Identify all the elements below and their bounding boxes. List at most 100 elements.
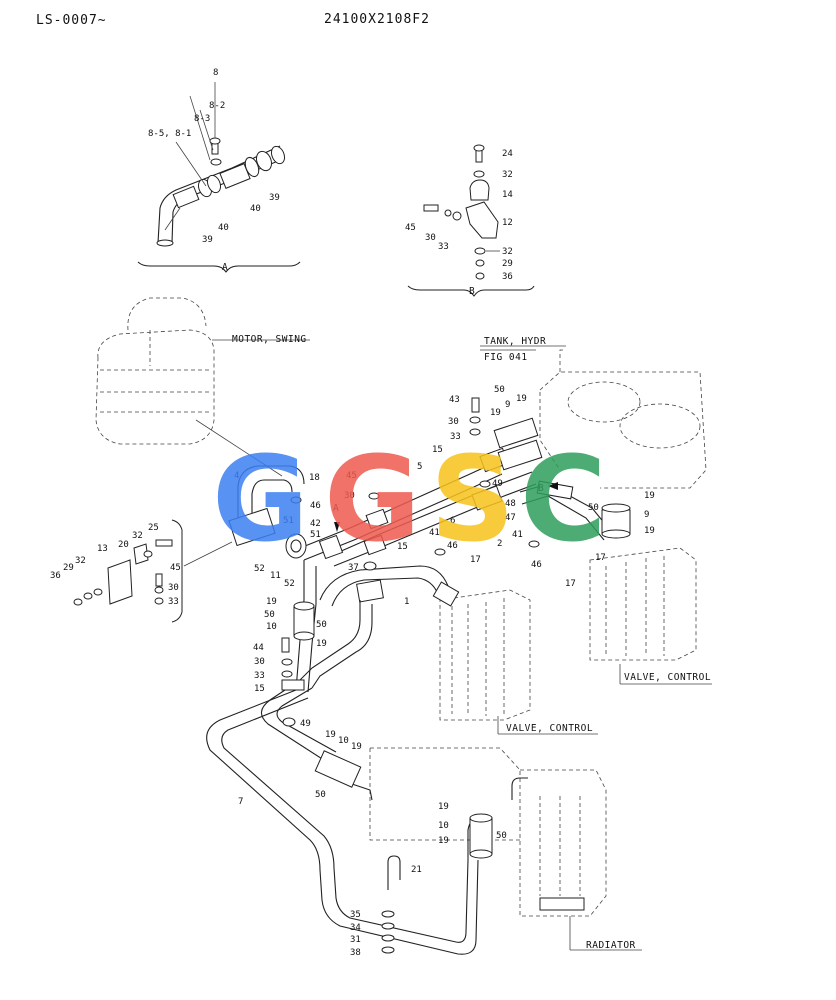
part-number-label: 19 [490, 408, 501, 418]
part-number-label: 40 [218, 223, 229, 233]
part-number-label: 11 [270, 571, 281, 581]
watermark-letter: S [430, 430, 515, 568]
part-number-label: 45 [405, 223, 416, 233]
part-number-label: 6 [450, 516, 455, 526]
part-number-label: 50 [496, 831, 507, 841]
part-number-label: 50 [316, 620, 327, 630]
part-number-label: 33 [168, 597, 179, 607]
part-number-label: 15 [254, 684, 265, 694]
part-number-label: 47 [505, 513, 516, 523]
part-number-label: 29 [502, 259, 513, 269]
part-number-label: 50 [264, 610, 275, 620]
part-number-label: 51 [283, 516, 294, 526]
part-number-label: 19 [644, 526, 655, 536]
part-number-label: 8-3 [194, 114, 210, 124]
part-number-label: 36 [50, 571, 61, 581]
part-number-label: 19 [351, 742, 362, 752]
part-number-label: 35 [350, 910, 361, 920]
part-number-label: 20 [118, 540, 129, 550]
caption-valve-control-lower: VALVE, CONTROL [506, 723, 593, 734]
part-number-labels-main-lower: 19 50 10 50 19 44 30 33 15 49 7 19 10 19… [238, 597, 507, 958]
part-number-label: 41 [512, 530, 523, 540]
part-number-label: 52 [254, 564, 265, 574]
part-number-label: 33 [438, 242, 449, 252]
part-number-label: 50 [494, 385, 505, 395]
part-number-label: 24 [502, 149, 513, 159]
part-number-label: 9 [505, 400, 510, 410]
caption-radiator: RADIATOR [586, 940, 636, 951]
part-number-labels-detail-b: 24 32 14 12 45 30 33 32 29 36 [405, 149, 513, 282]
part-number-label: 50 [588, 503, 599, 513]
part-number-label: 42 [310, 519, 321, 529]
drawing-number-label: 24100X2108F2 [324, 12, 430, 27]
part-number-labels-detail-a: 8 8-2 8-3 8-5, 8-1 39 40 40 39 [148, 68, 280, 245]
left-bracket-detail [73, 519, 233, 623]
callout-b-arrow [548, 482, 558, 490]
part-number-label: 25 [148, 523, 159, 533]
part-number-label: 37 [348, 563, 359, 573]
part-number-label: 12 [502, 218, 513, 228]
part-number-label: 46 [531, 560, 542, 570]
part-number-label: 10 [438, 821, 449, 831]
part-number-label: 33 [450, 432, 461, 442]
part-number-label: 17 [595, 553, 606, 563]
radiator-outline [369, 747, 642, 951]
component-captions: MOTOR, SWING TANK, HYDR FIG 041 VALVE, C… [222, 262, 711, 951]
detail-b-exploded-view [407, 144, 535, 297]
part-number-label: 43 [449, 395, 460, 405]
part-number-label: 40 [250, 204, 261, 214]
part-number-label: 1 [404, 597, 409, 607]
part-number-label: 46 [447, 541, 458, 551]
part-number-label: 39 [202, 235, 213, 245]
part-number-label: 32 [132, 531, 143, 541]
part-number-label: 15 [432, 445, 443, 455]
part-number-label: 32 [502, 247, 513, 257]
part-number-label: 49 [300, 719, 311, 729]
part-number-label: 19 [438, 802, 449, 812]
part-number-label: 19 [325, 730, 336, 740]
part-number-label: 45 [170, 563, 181, 573]
caption-tank-hydr: TANK, HYDR [484, 336, 546, 347]
callout-b-letter: B [538, 483, 544, 494]
part-number-label: 29 [63, 563, 74, 573]
part-number-label: 7 [238, 797, 243, 807]
part-number-label: 32 [75, 556, 86, 566]
part-number-label: 36 [502, 272, 513, 282]
part-number-label: 19 [644, 491, 655, 501]
swing-motor-outline [95, 297, 310, 477]
part-number-label: 51 [310, 530, 321, 540]
caption-tank-fig: FIG 041 [484, 352, 528, 363]
callout-a-letter: A [333, 503, 339, 514]
watermark-logo: G G S C [212, 430, 607, 568]
part-number-labels-left-bracket: 25 32 20 13 36 29 32 45 30 33 [50, 523, 181, 607]
part-number-label: 19 [438, 836, 449, 846]
part-number-labels-main-upper: 43 50 19 9 19 30 33 15 5 18 4 45 30 46 5… [234, 385, 655, 607]
detail-a-label: A [222, 262, 228, 273]
part-number-label: 10 [338, 736, 349, 746]
part-number-label: 45 [346, 471, 357, 481]
part-number-label: 31 [350, 935, 361, 945]
part-number-label: 46 [310, 501, 321, 511]
part-number-label: 49 [492, 479, 503, 489]
part-number-label: 19 [516, 394, 527, 404]
control-valve-outlines [439, 547, 712, 735]
watermark-letter: C [520, 430, 607, 568]
part-number-label: 15 [397, 542, 408, 552]
part-number-label: 39 [269, 193, 280, 203]
callout-a-arrow [334, 522, 340, 532]
part-number-label: 30 [254, 657, 265, 667]
part-number-label: 8-2 [209, 101, 225, 111]
part-number-label: 18 [309, 473, 320, 483]
part-number-label: 32 [502, 170, 513, 180]
callout-arrows [334, 482, 558, 532]
detail-a-exploded-view [137, 82, 301, 273]
part-number-label: 21 [411, 865, 422, 875]
part-number-label: 33 [254, 671, 265, 681]
part-number-label: 4 [234, 471, 239, 481]
part-number-label: 8-5, 8-1 [148, 129, 191, 139]
part-number-label: 50 [315, 790, 326, 800]
fittings [228, 397, 631, 954]
part-number-label: 2 [497, 539, 502, 549]
